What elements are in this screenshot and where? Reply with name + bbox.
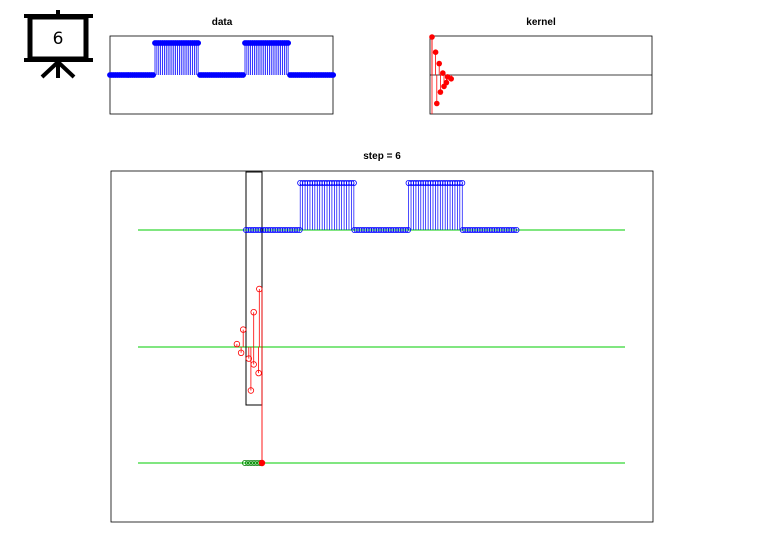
- step-data-point: [513, 226, 520, 233]
- data-chart: data: [107, 17, 337, 115]
- current-output-point: [258, 459, 266, 467]
- output-point: [244, 459, 251, 466]
- step-data-point: [511, 226, 518, 233]
- step-chart-frame: [110, 170, 654, 523]
- step-kernel-point: [245, 355, 252, 362]
- data-point: [195, 40, 202, 46]
- kernel-chart-title: kernel: [526, 17, 556, 28]
- step-kernel-point: [237, 349, 245, 356]
- step-data-point: [350, 179, 357, 186]
- data-chart-title: data: [212, 17, 233, 28]
- kernel-chart: kernel: [429, 17, 653, 115]
- data-point: [285, 40, 292, 46]
- kernel-point: [441, 83, 447, 90]
- output-point: [241, 459, 248, 466]
- step-chart-marks: [233, 179, 520, 467]
- kernel-point: [448, 76, 455, 82]
- data-point: [240, 72, 247, 78]
- step-kernel-point: [239, 326, 247, 333]
- step-data-point: [296, 226, 303, 233]
- kernel-point: [432, 49, 439, 55]
- kernel-chart-marks: [429, 34, 455, 114]
- step-data-point: [405, 226, 412, 233]
- step-data-point: [294, 226, 301, 233]
- output-point: [247, 459, 254, 466]
- step-kernel-point: [250, 361, 257, 368]
- kernel-point: [436, 60, 443, 67]
- step-data-point: [459, 179, 466, 186]
- sliding-window: [245, 171, 263, 406]
- output-point: [250, 459, 257, 466]
- step-kernel-point: [233, 340, 241, 348]
- step-chart: step = 6: [110, 151, 654, 523]
- step-kernel-point: [250, 309, 257, 316]
- step-kernel-point: [255, 369, 262, 377]
- data-chart-marks: [107, 40, 337, 78]
- step-data-point: [402, 226, 409, 233]
- step-kernel-point: [256, 285, 263, 293]
- data-point: [150, 72, 157, 78]
- presentation-board-icon: [24, 10, 93, 79]
- kernel-point: [440, 70, 446, 76]
- slide-badge: 6: [24, 10, 93, 79]
- data-point: [330, 72, 337, 78]
- step-chart-title: step = 6: [363, 151, 401, 162]
- step-kernel-point: [247, 387, 255, 394]
- kernel-point: [434, 100, 440, 107]
- kernel-point: [437, 89, 444, 95]
- slide-number: 6: [53, 29, 64, 49]
